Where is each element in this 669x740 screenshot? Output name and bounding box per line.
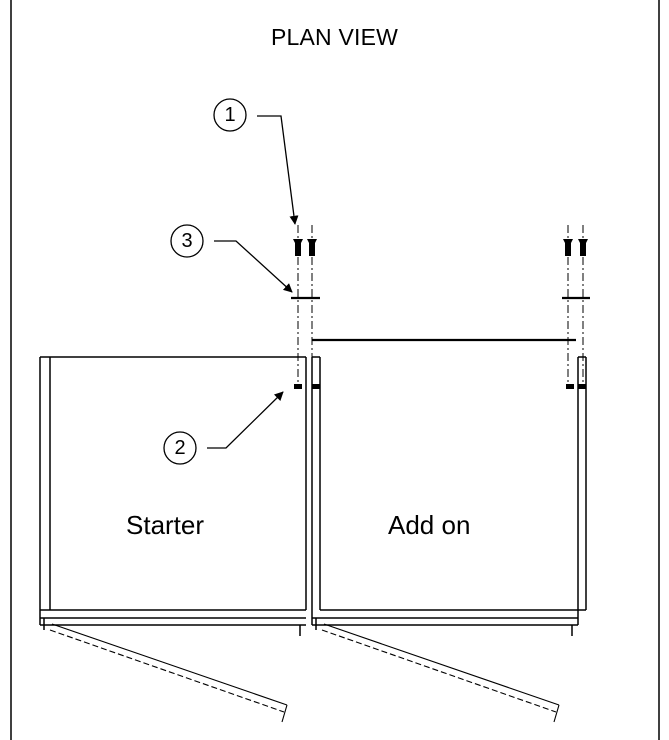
add-on-label: Add on — [388, 510, 471, 540]
callout-2 — [163, 391, 284, 465]
callout-number-1: 1 — [224, 104, 236, 126]
starter-label: Starter — [126, 510, 205, 540]
starter-unit — [39, 356, 307, 636]
starter-door — [49, 623, 288, 723]
joint-clips — [294, 384, 586, 389]
joint-post — [311, 356, 321, 625]
add-on-door — [321, 623, 560, 723]
fasteners — [293, 239, 588, 256]
sheet-border — [10, 0, 660, 740]
page-title: PLAN VIEW — [270, 24, 399, 50]
callout-number-3: 3 — [181, 230, 193, 252]
callout-3 — [170, 224, 293, 293]
centre-lines — [297, 225, 584, 385]
callout-number-2: 2 — [174, 437, 186, 459]
callout-1 — [213, 98, 299, 225]
add-on-unit — [312, 356, 587, 636]
